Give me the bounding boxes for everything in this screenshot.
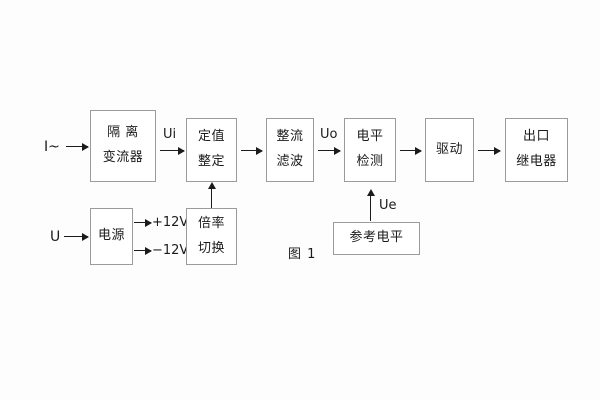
arrow-isolation-ct-to-setting (160, 146, 185, 155)
block-setting-line2: 整定 (197, 154, 225, 169)
arrow-current-to-isolation-ct (66, 142, 89, 151)
signal-label-ui: Ui (163, 127, 177, 142)
rail-label-negative: −12V (152, 243, 189, 258)
input-label-voltage: U (50, 229, 61, 245)
block-rectifier-filter-line1: 整流 (276, 129, 304, 145)
arrow-setting-to-rectifier (241, 146, 263, 155)
block-power-supply-line1: 电源 (97, 228, 125, 244)
block-reference-level-line1: 参考电平 (349, 230, 404, 246)
arrow-multiplier-switch-to-setting (207, 182, 216, 208)
arrow-driver-to-output-relay (478, 146, 501, 155)
block-isolation-ct-line1: 隔 离 (107, 125, 139, 141)
rail-label-positive: +12V (152, 215, 189, 230)
block-reference-level: 参考电平 (333, 222, 420, 255)
block-multiplier-switch-line2: 切换 (197, 240, 225, 256)
block-output-relay: 出口 继电器 (505, 118, 568, 182)
block-output-relay-line2: 继电器 (516, 154, 557, 169)
input-label-current: I~ (44, 139, 60, 155)
block-setting: 定值 整定 (186, 118, 237, 182)
arrow-voltage-to-power-supply (64, 232, 89, 241)
block-driver-line1: 驱动 (435, 141, 463, 157)
block-setting-line1: 定值 (197, 129, 225, 145)
block-power-supply: 电源 (90, 208, 133, 265)
block-level-detect-line2: 检测 (356, 154, 384, 169)
block-rectifier-filter-line2: 滤波 (276, 154, 304, 169)
block-level-detect: 电平 检测 (344, 118, 396, 182)
arrow-rail-negative (134, 246, 152, 255)
block-multiplier-switch-line1: 倍率 (197, 215, 225, 231)
block-isolation-ct-line2: 变流器 (102, 150, 144, 165)
figure-caption: 图 1 (288, 247, 317, 262)
arrow-level-detect-to-driver (400, 146, 422, 155)
signal-label-uo: Uo (320, 127, 338, 142)
block-driver: 驱动 (425, 118, 474, 182)
arrow-rectifier-to-level-detect (318, 146, 341, 155)
block-rectifier-filter: 整流 滤波 (266, 118, 314, 182)
signal-label-ue: Ue (379, 198, 397, 213)
block-level-detect-line1: 电平 (356, 129, 384, 145)
block-multiplier-switch: 倍率 切换 (186, 208, 237, 265)
arrow-reference-level-to-level-detect (366, 189, 375, 221)
arrow-rail-positive (134, 218, 152, 227)
block-output-relay-line1: 出口 (522, 129, 550, 145)
block-isolation-ct: 隔 离 变流器 (90, 110, 156, 182)
